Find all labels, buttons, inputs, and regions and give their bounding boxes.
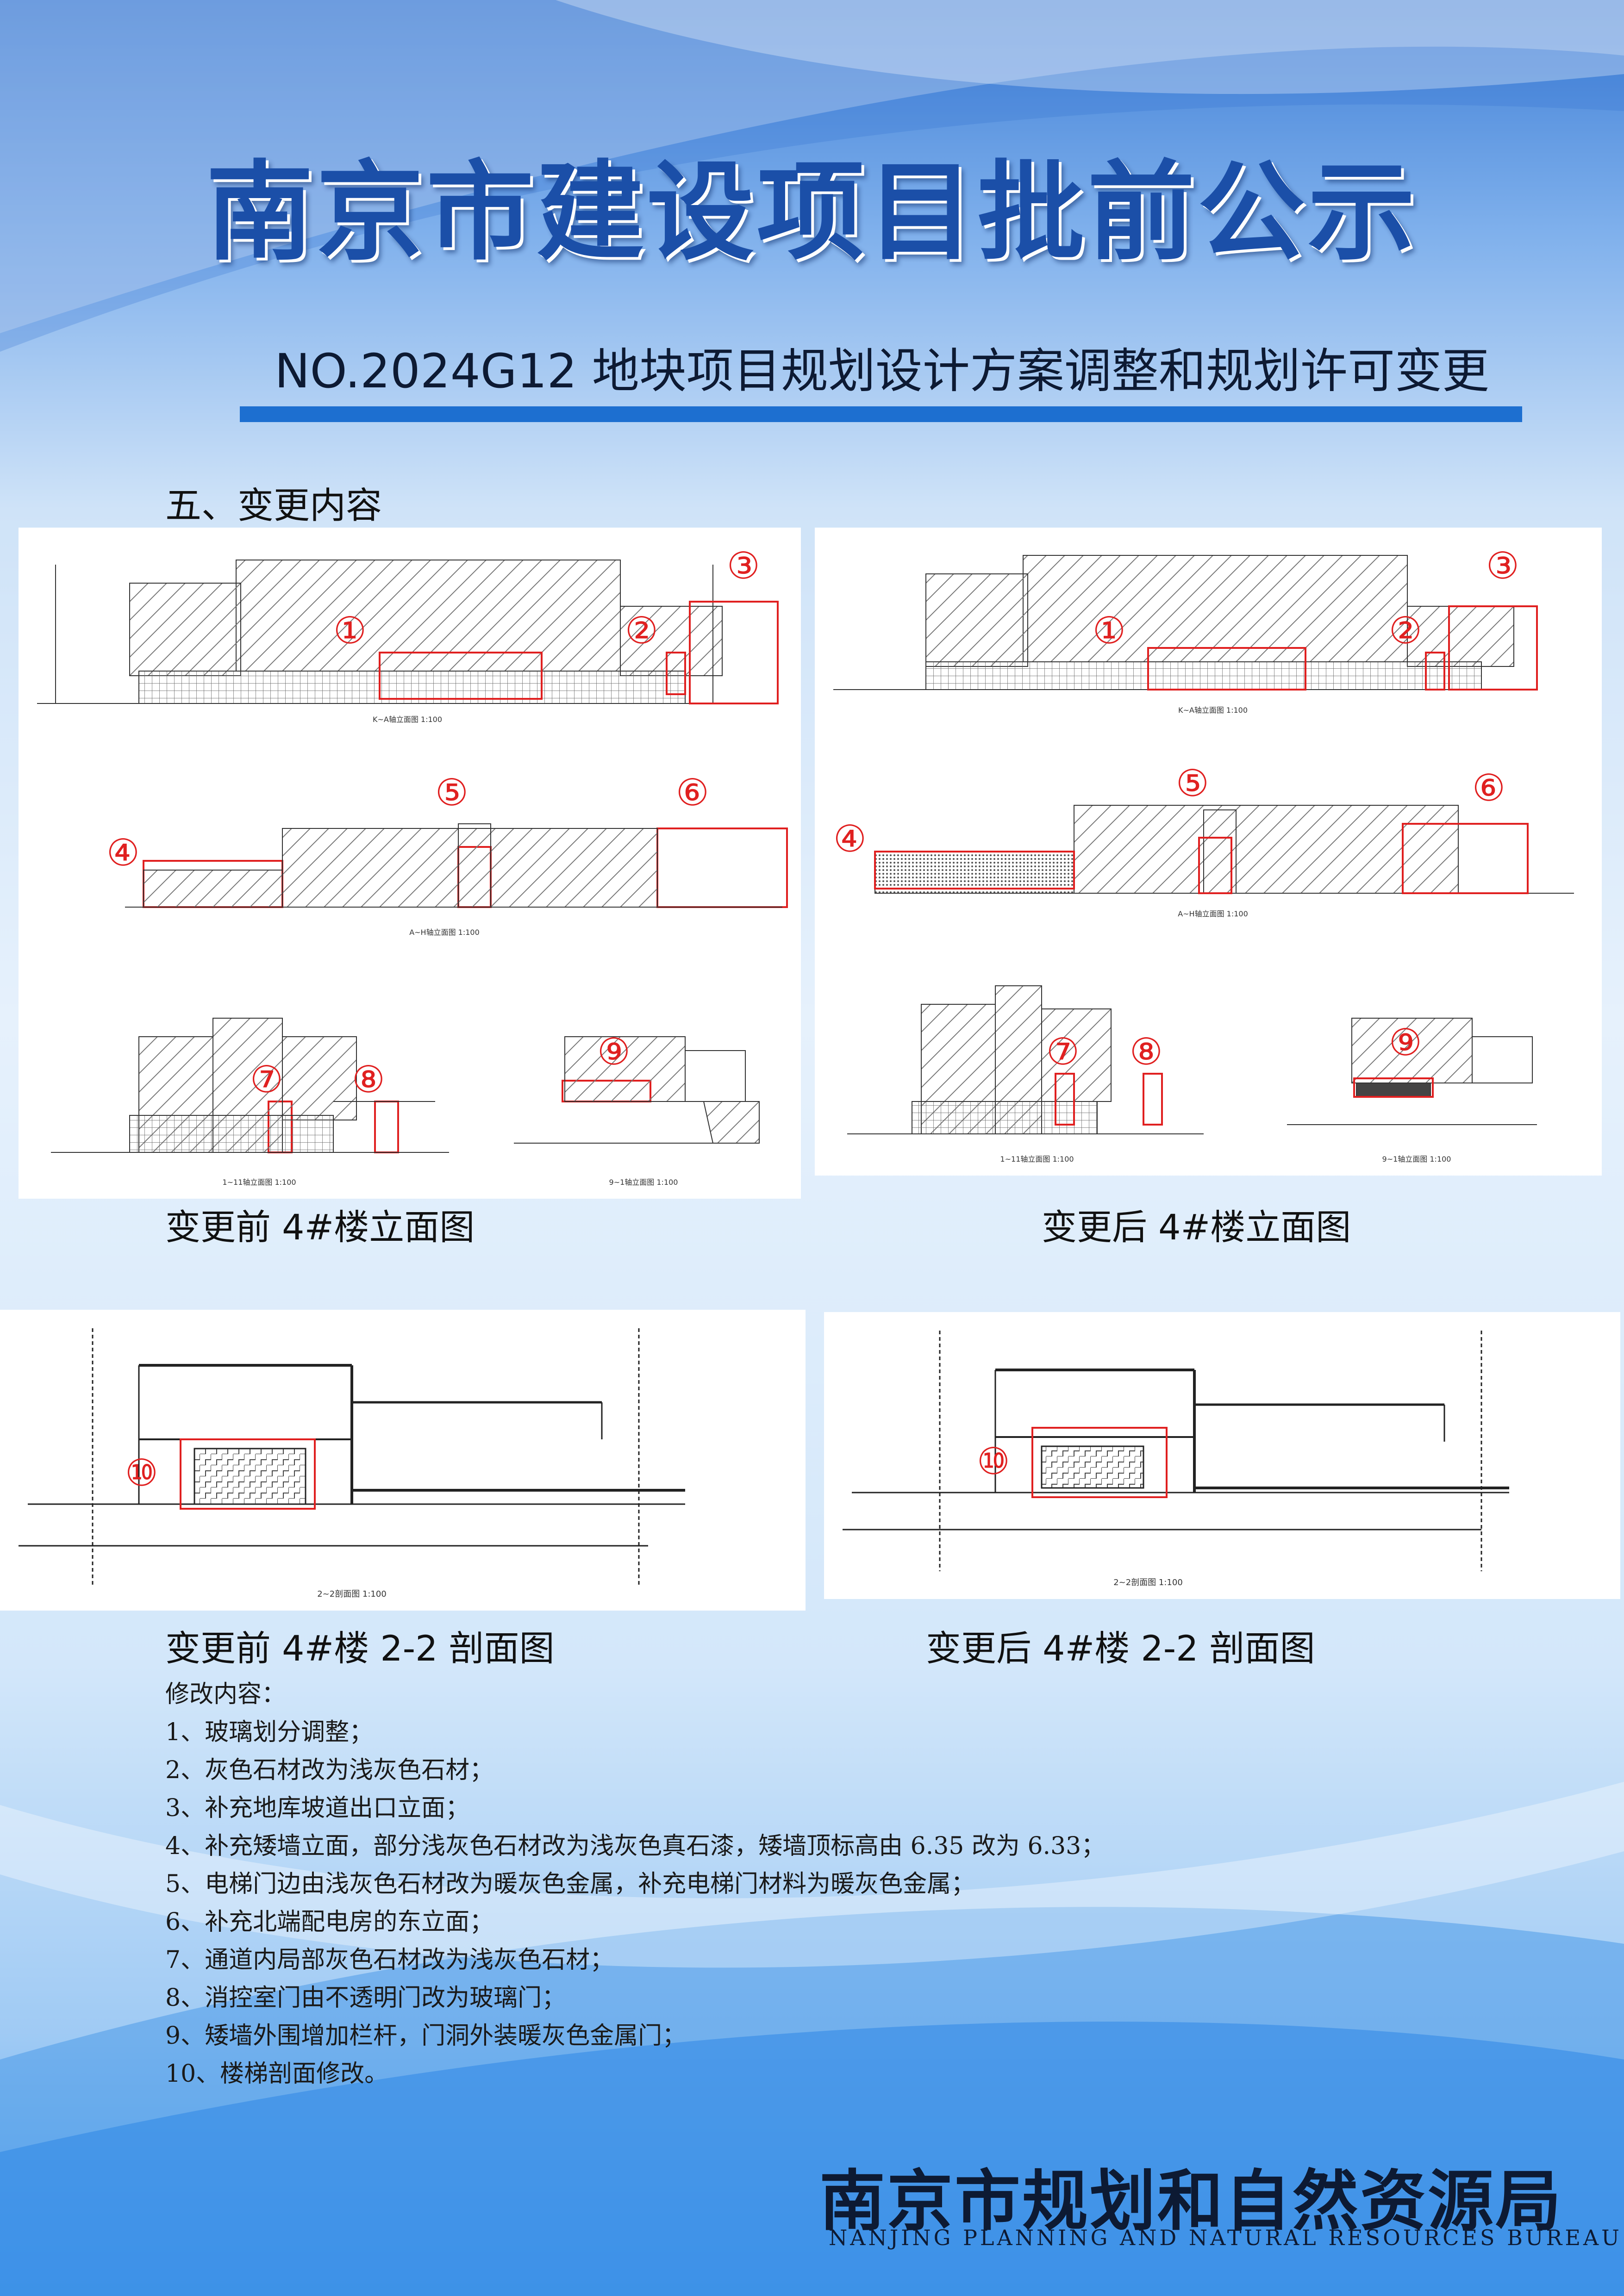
before-elevation-caption: 变更前 4#楼立面图 xyxy=(165,1207,475,1248)
marker-7: ⑦ xyxy=(250,1058,283,1101)
list-item: 5、电梯门边由浅灰色石材改为暖灰色金属，补充电梯门材料为暖灰色金属； xyxy=(165,1870,975,1898)
list-item: 9、矮墙外围增加栏杆，门洞外装暖灰色金属门； xyxy=(165,2022,687,2050)
after-section-panel: 2~2剖面图 1:100 ⑩ xyxy=(824,1312,1620,1599)
marker-8: ⑧ xyxy=(352,1058,385,1101)
list-item: 4、补充矮墙立面，部分浅灰色石材改为浅灰色真石漆，矮墙顶标高由 6.35 改为 … xyxy=(165,1832,1106,1860)
list-item: 1、玻璃划分调整； xyxy=(165,1718,374,1746)
list-item: 2、灰色石材改为浅灰色石材； xyxy=(165,1756,494,1784)
before-section-view-label: 2~2剖面图 1:100 xyxy=(317,1589,387,1599)
marker-3: ③ xyxy=(727,544,760,587)
before-elevation-drawing: K~A轴立面图 1:100 A~H轴立面图 1:100 xyxy=(37,544,788,1187)
after-marker-4: ④ xyxy=(833,817,867,860)
after-marker-9: ⑨ xyxy=(1389,1021,1422,1064)
after-marker-2: ② xyxy=(1389,609,1422,652)
list-item: 10、楼梯剖面修改。 xyxy=(165,2060,389,2088)
after-marker-8: ⑧ xyxy=(1130,1030,1163,1073)
subtitle-underline xyxy=(240,406,1522,422)
after-view-label-1-11: 1~11轴立面图 1:100 xyxy=(1000,1155,1074,1164)
modifications-list: 修改内容： 1、玻璃划分调整； 2、灰色石材改为浅灰色石材； 3、补充地库坡道出… xyxy=(165,1675,1105,2093)
after-marker-3: ③ xyxy=(1486,544,1519,587)
view-label-9-1: 9~1轴立面图 1:100 xyxy=(609,1178,678,1187)
project-subtitle: NO.2024G12 地块项目规划设计方案调整和规划许可变更 xyxy=(275,344,1489,399)
after-markers: ① ② ③ ④ ⑤ ⑥ ⑦ ⑧ ⑨ xyxy=(833,544,1519,1073)
before-markers: ① ② ③ ④ ⑤ ⑥ ⑦ ⑧ ⑨ xyxy=(106,544,760,1101)
marker-2: ② xyxy=(625,609,658,652)
before-elevation-panel: K~A轴立面图 1:100 A~H轴立面图 1:100 xyxy=(19,528,801,1199)
after-marker-5: ⑤ xyxy=(1176,762,1209,805)
bureau-name-cn: 南京市规划和自然资源局 xyxy=(819,2163,1563,2240)
after-highlight-boxes xyxy=(874,605,1538,1126)
after-elevation-drawing: K~A轴立面图 1:100 A~H轴立面图 1:100 1~11轴立面图 1:1… xyxy=(833,544,1574,1164)
after-section-view-label: 2~2剖面图 1:100 xyxy=(1113,1578,1183,1587)
marker-9: ⑨ xyxy=(597,1030,631,1073)
after-marker-10: ⑩ xyxy=(977,1440,1010,1483)
marker-1: ① xyxy=(333,609,367,652)
list-item: 3、补充地库坡道出口立面； xyxy=(165,1794,470,1822)
before-section-drawing: 2~2剖面图 1:100 ⑩ xyxy=(19,1328,685,1599)
before-section-caption: 变更前 4#楼 2-2 剖面图 xyxy=(165,1628,555,1669)
after-view-label-ah: A~H轴立面图 1:100 xyxy=(1178,909,1248,918)
marker-4: ④ xyxy=(106,831,140,874)
after-marker-7: ⑦ xyxy=(1046,1030,1080,1073)
after-elevation-caption: 变更后 4#楼立面图 xyxy=(1042,1207,1351,1248)
elevation-1-view-label: K~A轴立面图 1:100 xyxy=(373,715,442,724)
after-marker-1: ① xyxy=(1093,609,1126,652)
after-view-label-ka: K~A轴立面图 1:100 xyxy=(1178,706,1248,715)
view-label-1-11: 1~11轴立面图 1:100 xyxy=(222,1178,296,1187)
after-section-drawing: 2~2剖面图 1:100 ⑩ xyxy=(843,1331,1509,1587)
view-label-ka: K~A轴立面图 1:100 xyxy=(373,715,442,724)
after-elevation-panel: K~A轴立面图 1:100 A~H轴立面图 1:100 1~11轴立面图 1:1… xyxy=(815,528,1602,1176)
after-view-label-9-1: 9~1轴立面图 1:100 xyxy=(1382,1155,1451,1164)
marker-6: ⑥ xyxy=(676,771,709,814)
before-section-highlight xyxy=(180,1438,316,1510)
list-item: 7、通道内局部灰色石材改为浅灰色石材； xyxy=(165,1946,614,1974)
list-item: 6、补充北端配电房的东立面； xyxy=(165,1908,494,1936)
bureau-name-en: NANJING PLANNING AND NATURAL RESOURCES B… xyxy=(829,2225,1622,2250)
modifications-heading: 修改内容： xyxy=(165,1680,286,1708)
view-label-ah: A~H轴立面图 1:100 xyxy=(409,928,480,937)
before-marker-10: ⑩ xyxy=(125,1451,158,1494)
list-item: 8、消控室门由不透明门改为玻璃门； xyxy=(165,1984,566,2012)
section-heading: 五、变更内容 xyxy=(165,485,382,527)
before-section-panel: 2~2剖面图 1:100 ⑩ xyxy=(0,1310,806,1611)
after-marker-6: ⑥ xyxy=(1472,766,1505,809)
after-section-highlight xyxy=(1031,1427,1168,1498)
page-title: 南京市建设项目批前公示 xyxy=(206,149,1418,275)
marker-5: ⑤ xyxy=(435,771,468,814)
after-section-caption: 变更后 4#楼 2-2 剖面图 xyxy=(926,1628,1315,1669)
